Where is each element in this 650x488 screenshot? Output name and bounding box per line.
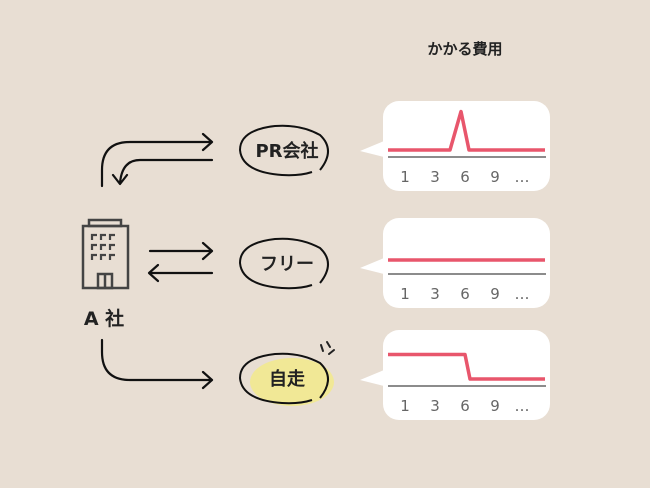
- speech-bubble: [383, 218, 550, 308]
- arrow-from-free: [147, 263, 214, 283]
- company-label: A 社: [84, 307, 124, 330]
- arrow-to-pr: [100, 132, 214, 188]
- highlight-fill: [250, 358, 334, 406]
- cost-header: かかる費用: [427, 40, 502, 58]
- tick-label: 3: [430, 397, 440, 415]
- cost-chart-0: 1 3 6 9 …: [360, 101, 550, 191]
- option-label: PR会社: [255, 140, 318, 162]
- cost-line: [388, 352, 545, 381]
- sparkle-icon: [320, 341, 335, 355]
- tick-label: 9: [490, 168, 500, 186]
- tick-label: 9: [490, 397, 500, 415]
- tick-label: …: [515, 168, 530, 186]
- tick-label: 1: [400, 397, 410, 415]
- building-icon: [81, 218, 130, 290]
- tick-label: 6: [460, 285, 470, 303]
- option-ellipse: [238, 352, 329, 405]
- arrow-to-self: [100, 338, 214, 390]
- option-ellipse: [238, 124, 329, 177]
- tick-label: 6: [460, 168, 470, 186]
- tick-label: …: [515, 285, 530, 303]
- bubble-tail: [360, 141, 384, 157]
- tick-label: 1: [400, 168, 410, 186]
- tick-label: 1: [400, 285, 410, 303]
- tick-label: …: [515, 397, 530, 415]
- cost-chart-2: 1 3 6 9 …: [360, 330, 550, 420]
- option-ellipse: [238, 237, 329, 290]
- tick-label: 6: [460, 397, 470, 415]
- option-2: 自走: [238, 341, 335, 406]
- cost-line: [388, 109, 545, 152]
- option-0: PR会社: [238, 124, 329, 177]
- speech-bubble: [383, 330, 550, 420]
- bubble-tail: [360, 258, 384, 274]
- option-label: フリー: [260, 254, 314, 275]
- cost-chart-1: 1 3 6 9 …: [360, 218, 550, 308]
- bubble-tail: [360, 370, 384, 386]
- option-1: フリー: [238, 237, 329, 290]
- tick-label: 9: [490, 285, 500, 303]
- arrow-from-pr: [111, 158, 214, 186]
- tick-label: 3: [430, 168, 440, 186]
- tick-label: 3: [430, 285, 440, 303]
- arrow-to-free: [148, 241, 214, 261]
- option-label: 自走: [269, 368, 305, 390]
